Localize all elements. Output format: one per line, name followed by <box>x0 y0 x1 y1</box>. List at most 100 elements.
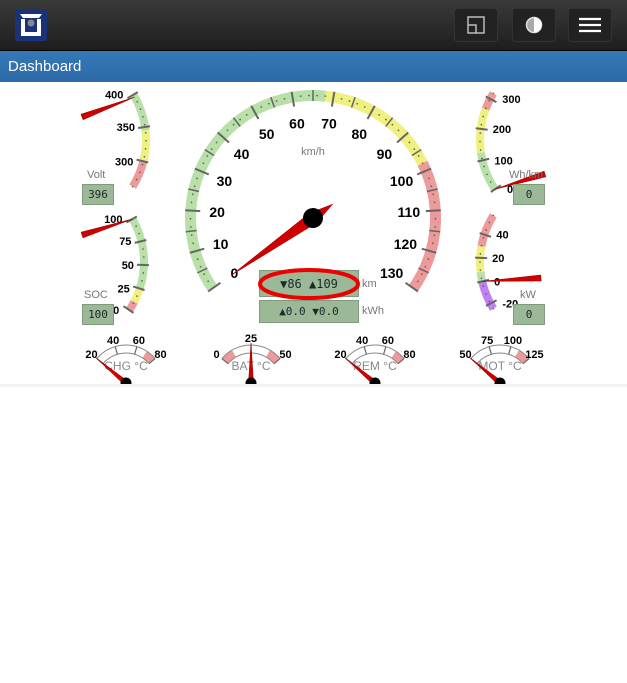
soc-scale-label: 75 <box>119 236 131 248</box>
consumption-scale-label: 300 <box>502 94 520 106</box>
power-tick <box>479 232 492 238</box>
app-logo[interactable] <box>15 9 47 41</box>
page-title: Dashboard <box>0 51 627 82</box>
speed-minor-dot <box>433 201 436 204</box>
soc-tick <box>122 305 135 314</box>
consumption-tick <box>477 157 490 163</box>
temp-gauge-0-scale-label: 20 <box>85 349 97 361</box>
speed-minor-dot <box>430 185 433 188</box>
speed-tick <box>411 148 422 157</box>
temp-gauge-0-band <box>96 344 156 364</box>
temp-gauge-2-band <box>345 345 405 364</box>
speed-minor-dot <box>191 193 194 196</box>
speed-minor-dot <box>239 118 241 121</box>
temp-gauge-1-scale-label: 50 <box>279 349 291 361</box>
speed-minor-dot <box>378 114 381 116</box>
speed-label: 20 <box>209 204 225 220</box>
speed-label: 70 <box>321 115 337 131</box>
speed-minor-dot <box>413 148 416 150</box>
volt-minor-dot <box>142 116 144 118</box>
soc-color-band <box>129 217 148 290</box>
power-tick <box>475 256 488 260</box>
speed-minor-dot <box>416 280 419 283</box>
soc-minor-dot <box>142 272 145 274</box>
speed-minor-dot <box>215 141 218 144</box>
temp-gauge-0-tick <box>148 358 156 365</box>
volt-tick <box>126 91 139 100</box>
consumption-minor-dot <box>481 157 483 160</box>
dashboard-gauges: 0102030405060708090100110120130km/h40035… <box>0 90 627 392</box>
temp-gauge-3-scale-label: 50 <box>459 349 471 361</box>
soc-minor-dot <box>142 248 144 250</box>
consumption-minor-dot <box>479 149 482 151</box>
temp-gauge-3-scale-label: 125 <box>525 349 543 361</box>
gauge-panel-bottom-edge <box>0 384 627 387</box>
speed-minor-dot <box>207 280 210 283</box>
speed-unit-label: km/h <box>301 146 325 158</box>
speed-label: 130 <box>380 265 404 281</box>
speed-minor-dot <box>434 226 437 228</box>
soc-minor-dot <box>138 232 140 235</box>
temp-gauge-3-band <box>470 345 530 364</box>
speed-minor-dot <box>428 177 430 180</box>
speed-minor-dot <box>421 162 424 165</box>
speed-minor-dot <box>397 129 400 132</box>
speed-tick <box>421 247 437 254</box>
speed-tick <box>188 188 200 193</box>
temp-gauge-1-tick <box>273 358 281 365</box>
energy-unit: kWh <box>362 305 384 317</box>
page-background <box>0 387 627 392</box>
speed-tick <box>425 209 441 213</box>
volt-tick <box>137 125 151 130</box>
speed-minor-dot <box>202 162 205 165</box>
consumption-scale-label: 100 <box>494 155 512 167</box>
consumption-minor-dot <box>479 140 481 143</box>
speed-minor-dot <box>283 97 286 100</box>
consumption-minor-dot <box>479 132 482 134</box>
contrast-button[interactable] <box>512 8 556 42</box>
volt-minor-dot <box>139 108 142 110</box>
soc-scale-label: 0 <box>113 305 119 317</box>
speed-minor-dot <box>226 129 229 132</box>
power-color-band <box>476 245 486 273</box>
soc-minor-dot <box>143 256 145 258</box>
speed-minor-dot <box>363 106 366 108</box>
range-unit: km <box>362 278 377 290</box>
layout-button[interactable] <box>454 8 498 42</box>
volt-minor-dot <box>136 100 139 103</box>
speed-minor-dot <box>432 193 435 196</box>
volt-minor-dot <box>141 163 144 166</box>
temp-gauge-2-scale-label: 80 <box>403 349 415 361</box>
soc-label: SOC <box>84 289 108 301</box>
power-scale-label: 0 <box>494 276 500 288</box>
soc-minor-dot <box>132 302 135 305</box>
consumption-display: 0 <box>513 184 545 205</box>
power-minor-dot <box>488 300 491 303</box>
consumption-minor-dot <box>492 92 495 95</box>
volt-minor-dot <box>139 171 141 174</box>
menu-button[interactable] <box>568 8 612 42</box>
power-display: 0 <box>513 304 545 325</box>
speed-tick <box>185 229 197 233</box>
consumption-tick <box>475 127 488 131</box>
speed-tick <box>429 229 441 233</box>
speed-minor-dot <box>324 95 327 98</box>
speed-minor-dot <box>391 123 394 126</box>
speed-label: 80 <box>352 126 368 142</box>
speed-minor-dot <box>192 242 195 245</box>
power-minor-dot <box>479 269 482 271</box>
temp-gauge-1-red-zone <box>221 350 236 364</box>
volt-minor-dot <box>143 123 146 126</box>
volt-minor-dot <box>135 178 138 181</box>
speed-tick <box>366 105 376 120</box>
speed-minor-dot <box>431 242 434 245</box>
speed-minor-dot <box>307 94 310 97</box>
temp-gauge-3-tick <box>488 346 492 355</box>
consumption-scale-label: 0 <box>507 184 513 196</box>
temp-gauge-3-title: MOT °C <box>478 359 522 373</box>
speed-minor-dot <box>424 265 427 268</box>
speed-tick <box>194 167 210 176</box>
speed-minor-dot <box>420 273 423 276</box>
consumption-minor-dot <box>483 165 485 168</box>
speed-label: 60 <box>289 115 305 131</box>
